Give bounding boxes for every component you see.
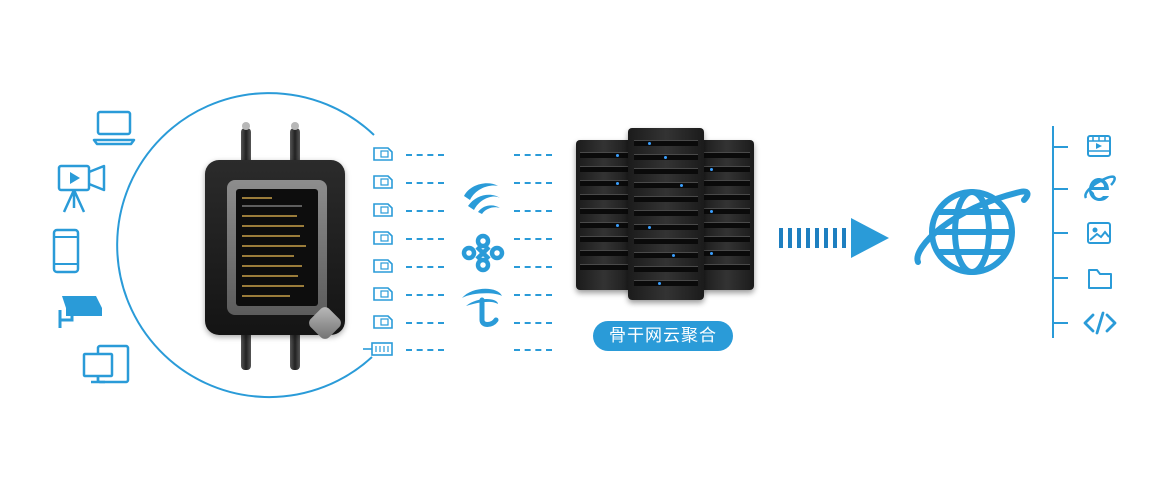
router-enclosure-circle xyxy=(116,92,375,399)
link-line xyxy=(406,154,444,156)
link-line xyxy=(514,238,552,240)
globe-icon xyxy=(914,188,1031,275)
link-line xyxy=(514,266,552,268)
flow-arrow xyxy=(779,218,889,258)
server-rack-center xyxy=(628,128,704,300)
sim-card-icon xyxy=(372,314,394,330)
china-mobile-logo xyxy=(460,176,504,216)
antenna xyxy=(290,122,300,170)
antenna xyxy=(241,122,251,170)
sim-card-icon xyxy=(372,202,394,218)
cctv-camera-icon xyxy=(56,292,108,334)
china-unicom-logo xyxy=(460,233,506,273)
bracket-tick xyxy=(1052,188,1068,190)
server-rack-left xyxy=(576,140,632,290)
desktop-computer-icon xyxy=(82,344,132,386)
link-line xyxy=(406,210,444,212)
china-telecom-logo xyxy=(458,284,506,328)
smartphone-icon xyxy=(52,228,80,274)
link-line xyxy=(514,294,552,296)
link-line xyxy=(514,182,552,184)
sim-card-icon xyxy=(372,230,394,246)
sim-card-icon xyxy=(372,146,394,162)
sim-card-icon xyxy=(372,258,394,274)
link-line xyxy=(406,182,444,184)
image-file-icon xyxy=(1086,221,1112,245)
video-camera-icon xyxy=(56,160,108,216)
backbone-cloud-label: 骨干网云聚合 xyxy=(593,321,733,351)
link-line xyxy=(406,294,444,296)
code-icon xyxy=(1083,310,1117,336)
laptop-icon xyxy=(92,108,136,148)
internet-explorer-icon xyxy=(1083,172,1117,204)
router-screen xyxy=(236,189,318,306)
link-line xyxy=(514,210,552,212)
link-line xyxy=(406,266,444,268)
link-line xyxy=(514,154,552,156)
sim-card-icon xyxy=(372,286,394,302)
sim-card-icon xyxy=(372,174,394,190)
bracket-tick xyxy=(1052,146,1068,148)
server-rack-right xyxy=(700,140,754,290)
link-line xyxy=(514,322,552,324)
folder-icon xyxy=(1087,266,1113,290)
bracket-tick xyxy=(1052,322,1068,324)
video-file-icon xyxy=(1086,134,1112,158)
link-line xyxy=(406,238,444,240)
link-line xyxy=(406,322,444,324)
bracket-tick xyxy=(1052,277,1068,279)
ethernet-port-icon xyxy=(362,341,394,357)
bracket-tick xyxy=(1052,232,1068,234)
link-line xyxy=(514,349,552,351)
link-line xyxy=(406,349,444,351)
